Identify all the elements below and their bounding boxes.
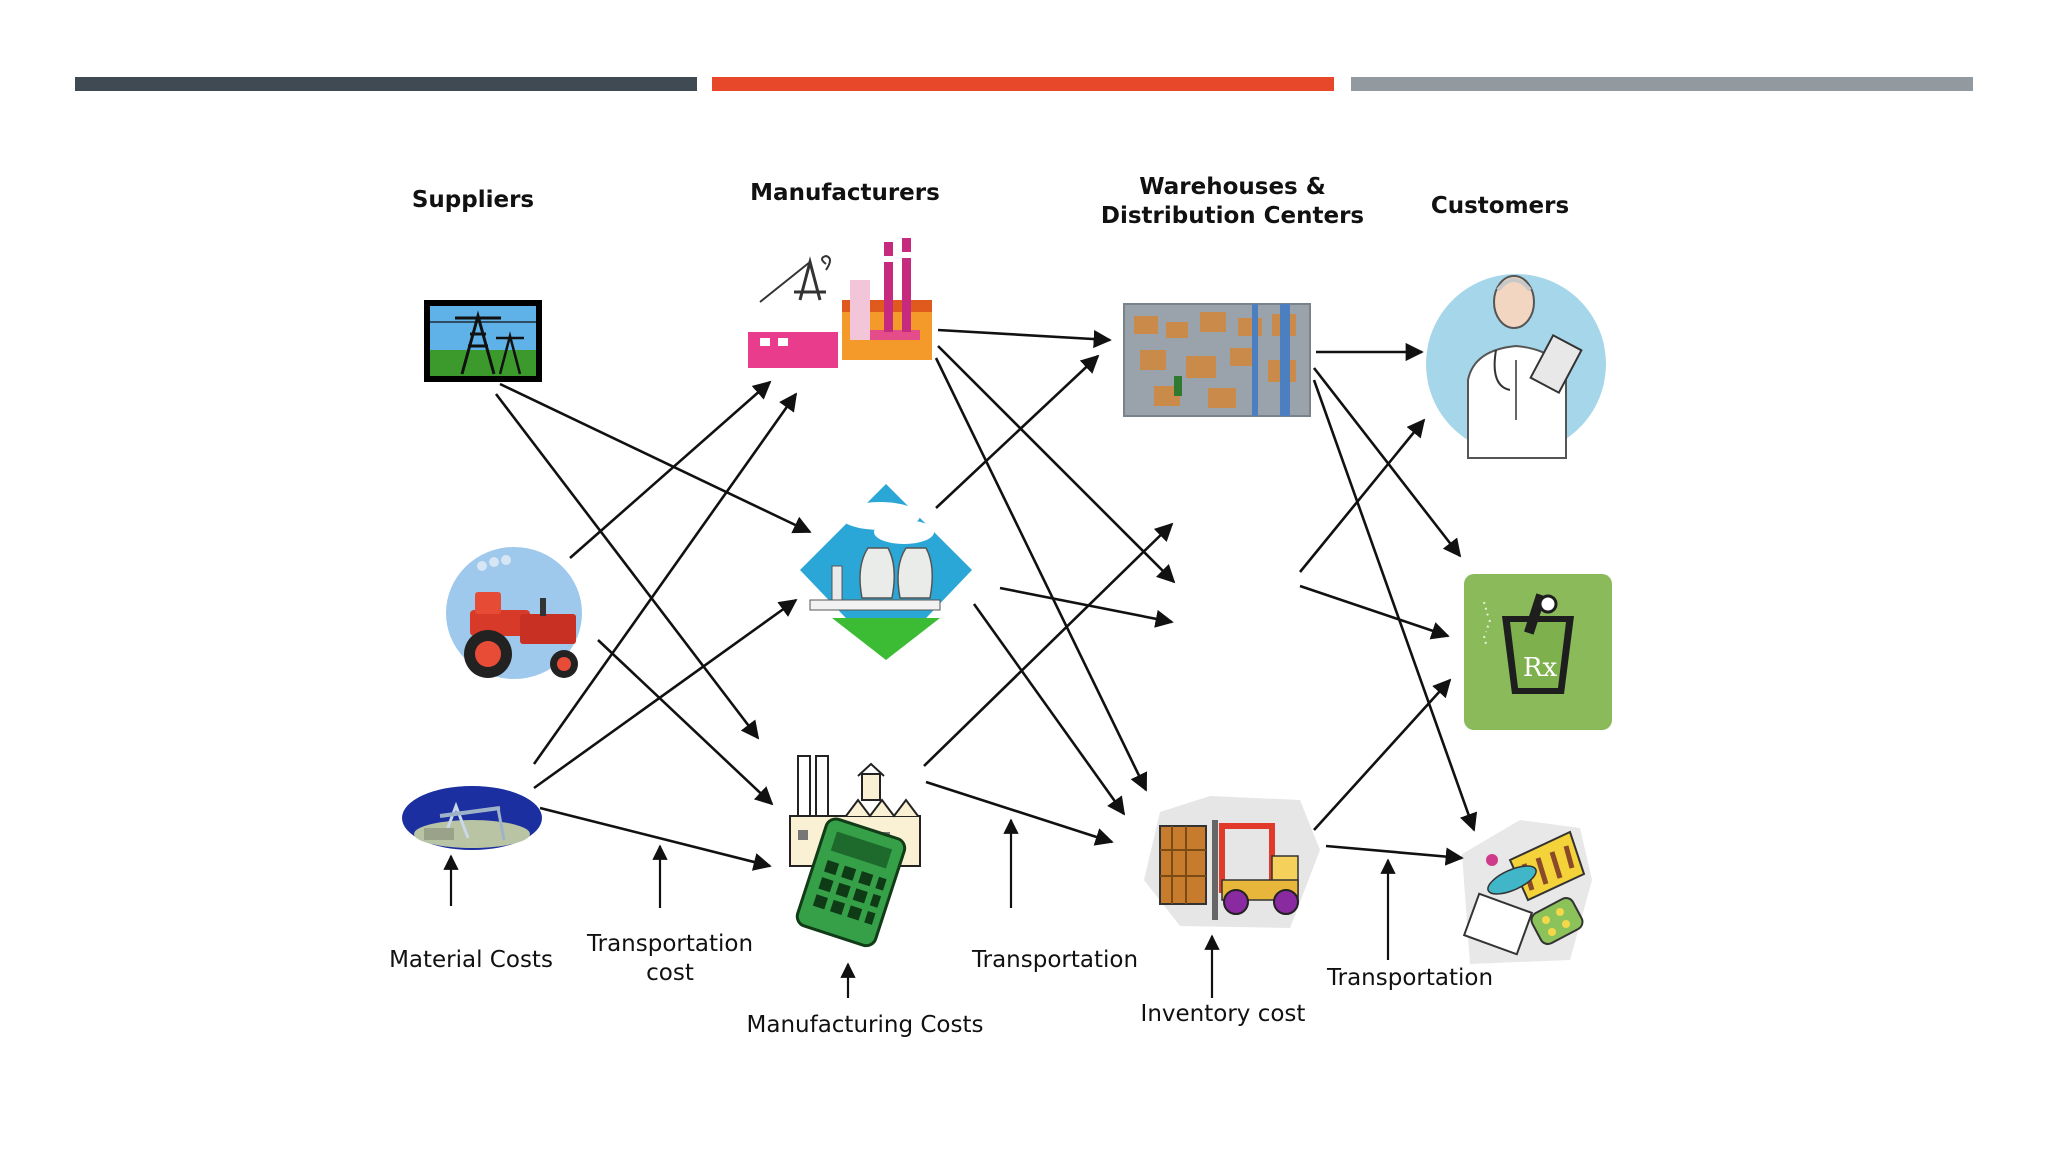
cost-pointers <box>443 818 1396 998</box>
label-material-costs: Material Costs <box>389 947 553 973</box>
arrow-flow <box>935 354 1100 509</box>
doctor-icon <box>1426 274 1606 459</box>
arrow-flow <box>1312 367 1462 558</box>
factory-icon <box>748 238 932 368</box>
arrow-flow <box>569 380 772 559</box>
arrow-flow <box>934 357 1148 792</box>
arrow-flow <box>999 586 1174 628</box>
arrow-flow <box>499 382 812 534</box>
label-transportation-2: Transportation <box>1326 965 1494 991</box>
header-warehouses-line2: Distribution Centers <box>1100 203 1365 229</box>
arrow-flow <box>925 780 1114 846</box>
arrow-flow <box>597 639 774 806</box>
rx-symbol: Rx <box>1523 653 1558 683</box>
arrow-flow <box>539 806 772 871</box>
flow-arrows <box>494 328 1478 871</box>
header-warehouses-line1: Warehouses & <box>1139 174 1326 200</box>
medicine-icon <box>1462 820 1592 964</box>
oil-pump-icon <box>402 786 542 850</box>
warehouse-icon <box>1123 303 1311 417</box>
arrow-flow <box>494 393 760 740</box>
arrow-flow <box>1312 379 1478 832</box>
arrow-flow <box>1313 678 1452 831</box>
power-tower-icon <box>424 300 542 382</box>
header-bar-accent <box>712 77 1334 91</box>
forklift-icon <box>1144 796 1320 928</box>
arrow-flow <box>923 522 1174 767</box>
arrow-flow <box>1298 418 1426 573</box>
arrow-flow <box>972 603 1126 816</box>
label-inventory-cost: Inventory cost <box>1140 1001 1306 1027</box>
header-customers: Customers <box>1430 193 1570 219</box>
label-transportation-cost: Transportation cost <box>570 930 770 988</box>
header-suppliers: Suppliers <box>411 187 535 213</box>
label-transportation-1: Transportation <box>971 947 1139 973</box>
arrow-flow <box>937 328 1112 349</box>
arrow-flow <box>533 598 798 790</box>
header-bar-dark <box>75 77 697 91</box>
label-transportation-cost-line1: Transportation <box>586 931 754 957</box>
label-manufacturing-costs: Manufacturing Costs <box>746 1012 984 1038</box>
tractor-icon <box>446 547 582 679</box>
arrow-flow <box>1299 584 1450 640</box>
header-warehouses: Warehouses & Distribution Centers <box>1090 173 1375 231</box>
header-bar-gray <box>1351 77 1973 91</box>
arrow-flow <box>937 345 1176 584</box>
pharmacy-rx-icon: Rx <box>1464 574 1612 730</box>
power-plant-icon <box>800 484 972 660</box>
calculator-icon <box>795 817 907 948</box>
arrow-flow <box>532 392 798 765</box>
header-manufacturers: Manufacturers <box>750 180 940 206</box>
arrow-flow <box>1325 844 1464 866</box>
label-transportation-cost-line2: cost <box>646 960 694 986</box>
